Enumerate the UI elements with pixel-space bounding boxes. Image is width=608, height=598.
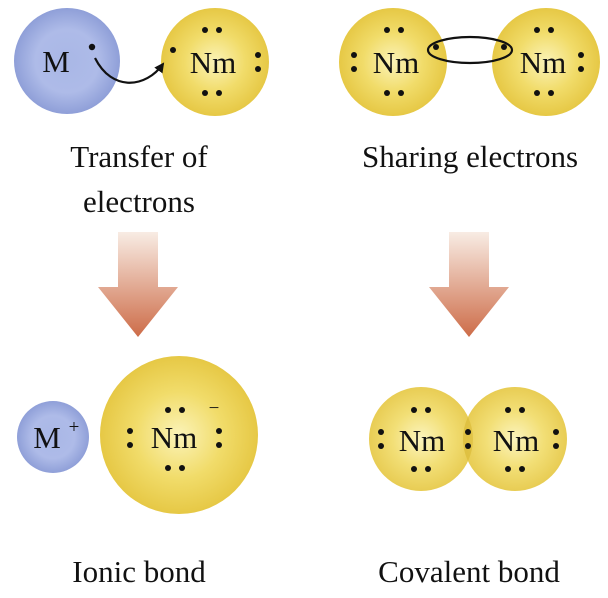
left-bonded-atom (369, 387, 473, 491)
ionic-before-caption-line1: Transfer of (70, 139, 208, 174)
anion-charge: − (209, 398, 220, 419)
cation-symbol: M (33, 420, 61, 455)
left-nonmetal-symbol: Nm (373, 45, 420, 80)
covalent-valence-dots (378, 407, 559, 472)
covalent-bond-caption: Covalent bond (378, 554, 560, 589)
left-bonded-symbol: Nm (399, 423, 446, 458)
right-nonmetal-atom (492, 8, 600, 116)
nonmetal-symbol: Nm (190, 45, 237, 80)
covalent-before-panel: Nm Nm Sharing electrons (339, 8, 600, 174)
right-bonded-atom (463, 387, 567, 491)
shared-pair-ellipse (426, 35, 514, 65)
nonmetal-atom (161, 8, 269, 116)
right-bonded-symbol: Nm (493, 423, 540, 458)
anion-symbol: Nm (151, 420, 198, 455)
electron-transfer-arrow (94, 57, 165, 84)
down-arrow-covalent (429, 232, 509, 337)
covalent-after-panel: Nm Nm Covalent bond (369, 387, 567, 589)
orbital-overlap (463, 417, 473, 461)
ionic-bond-caption: Ionic bond (72, 554, 206, 589)
covalent-before-caption: Sharing electrons (362, 139, 578, 174)
anion (100, 356, 258, 514)
right-nonmetal-symbol: Nm (520, 45, 567, 80)
cation-charge: + (69, 417, 80, 438)
left-atom-valence-dots (351, 27, 439, 96)
right-atom-valence-dots (501, 27, 584, 96)
metal-valence-dot (88, 43, 96, 51)
metal-atom (14, 8, 120, 114)
ionic-after-panel: M + Nm − Ionic bond (17, 356, 258, 589)
metal-symbol: M (42, 44, 70, 79)
left-nonmetal-atom (339, 8, 447, 116)
anion-valence-dots (127, 407, 222, 471)
ionic-before-panel: M Nm Transfer of electrons (14, 8, 269, 219)
ionic-before-caption-line2: electrons (83, 184, 195, 219)
down-arrow-ionic (98, 232, 178, 337)
nonmetal-valence-dots (170, 27, 261, 96)
shared-electron-pair (465, 429, 471, 449)
cation (17, 401, 89, 473)
